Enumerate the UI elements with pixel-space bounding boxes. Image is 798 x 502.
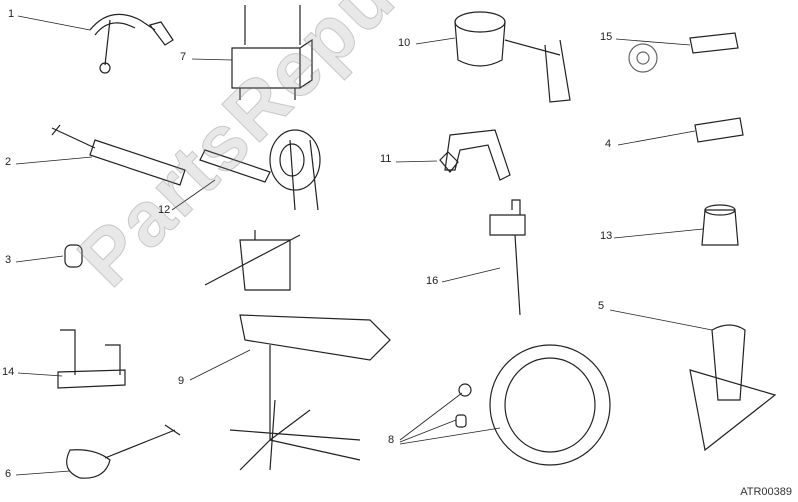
label-3: 3 xyxy=(5,254,12,266)
label-15: 15 xyxy=(600,31,613,43)
label-14: 14 xyxy=(2,366,15,378)
tool-12-ring-tool xyxy=(199,129,321,211)
label-4: 4 xyxy=(605,138,612,150)
tool-9-stand xyxy=(204,230,391,471)
label-6: 6 xyxy=(5,468,12,480)
label-10: 10 xyxy=(398,37,411,49)
label-7: 7 xyxy=(180,51,187,63)
gear-icon xyxy=(628,43,658,73)
label-2: 2 xyxy=(5,156,12,168)
label-8: 8 xyxy=(388,434,395,446)
tool-10-clamp-tool xyxy=(454,11,571,103)
label-13: 13 xyxy=(600,230,613,242)
tool-8-ring xyxy=(455,344,611,466)
diagram-code: ATR00389 xyxy=(740,486,792,498)
label-12: 12 xyxy=(158,204,171,216)
tool-15-sleeve xyxy=(689,32,739,54)
tool-14-bracket xyxy=(57,329,126,389)
tool-3-bushing xyxy=(64,244,83,268)
tool-6-strap-wrench xyxy=(66,424,181,479)
tool-7-pin-fixture xyxy=(231,5,313,100)
tool-5-base-tool xyxy=(689,324,777,452)
tool-1-hook xyxy=(89,13,174,74)
leader-lines xyxy=(15,15,713,476)
label-5: 5 xyxy=(598,300,605,312)
tool-2-driver xyxy=(51,124,186,186)
tool-13-nut xyxy=(701,204,739,246)
tool-16-gauge xyxy=(489,199,526,316)
label-11: 11 xyxy=(380,153,392,165)
tool-4-sleeve xyxy=(694,117,744,143)
tool-11-bracket xyxy=(439,129,511,181)
label-1: 1 xyxy=(8,8,15,20)
label-16: 16 xyxy=(426,275,439,287)
label-9: 9 xyxy=(178,375,185,387)
